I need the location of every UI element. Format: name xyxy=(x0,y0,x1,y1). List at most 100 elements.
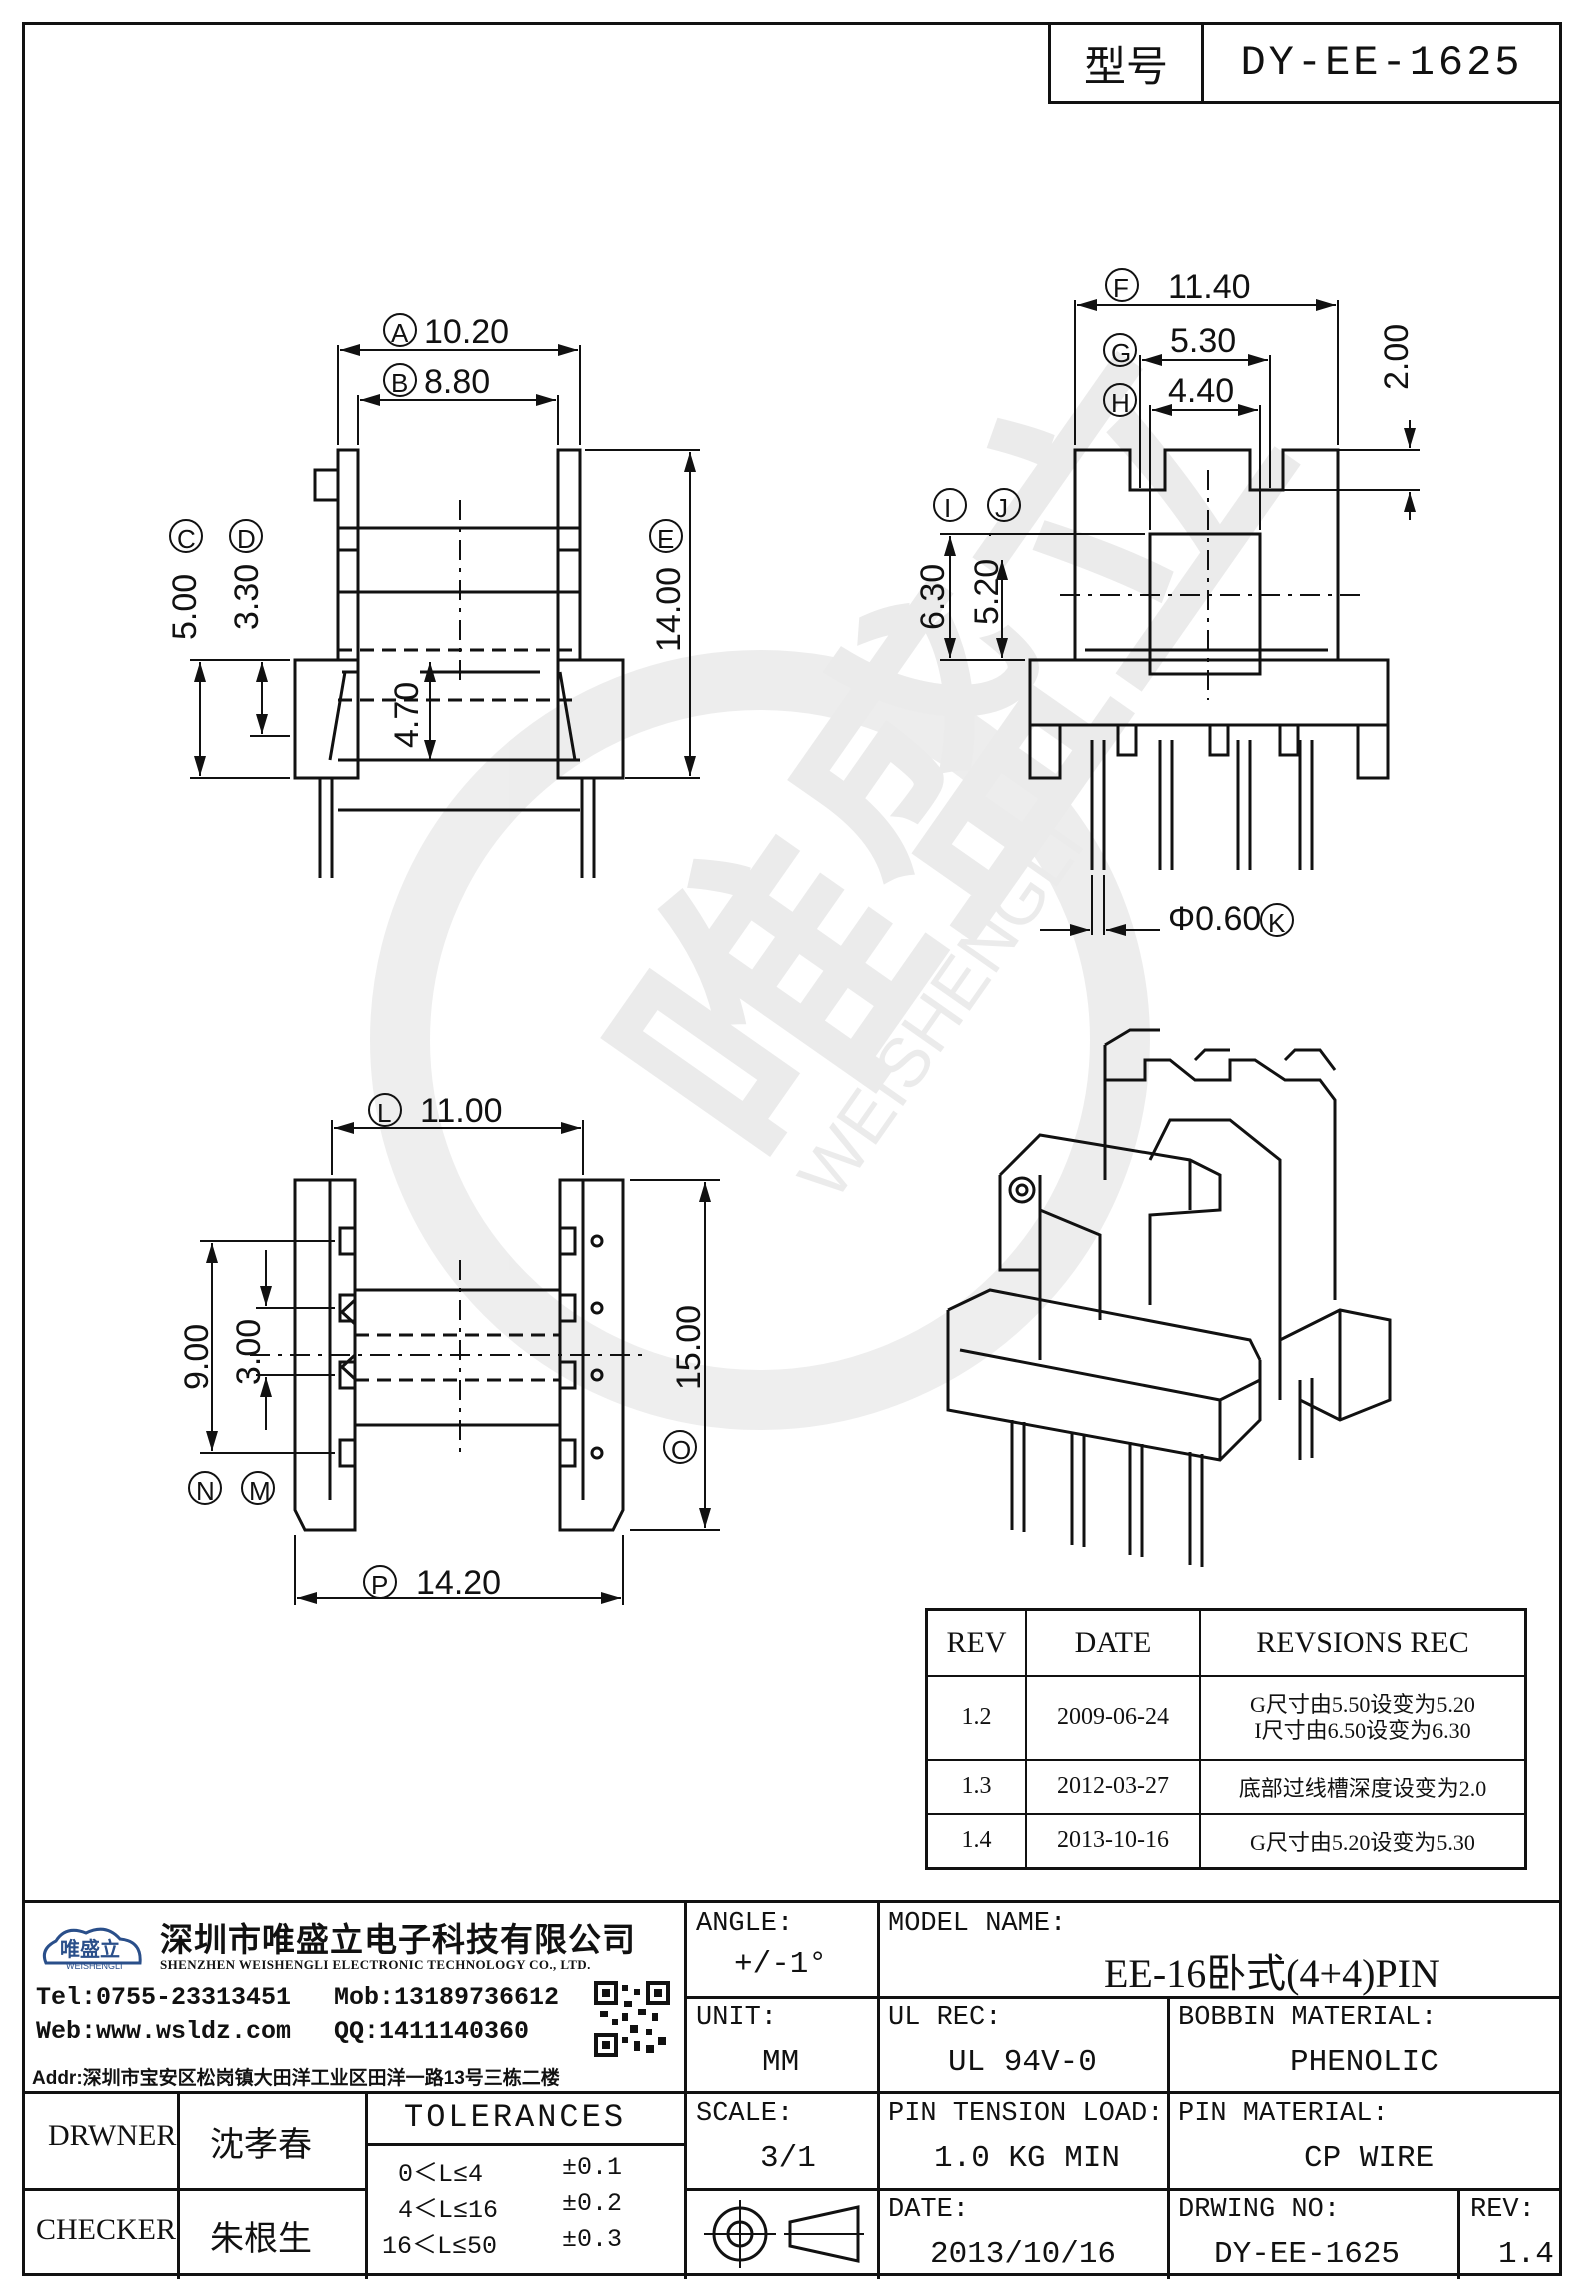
rec-cell: G尺寸由5.20设变为5.30 xyxy=(1199,1812,1527,1870)
tolerance-range: 4＜L≤16 xyxy=(398,2196,499,2225)
tolerance-value: ±0.1 xyxy=(562,2153,623,2182)
bobbin-material-value: PHENOLIC xyxy=(1290,2045,1439,2080)
company-mob: Mob:13189736612 xyxy=(334,1983,560,2012)
callout-i: I xyxy=(944,493,951,523)
callout-m: M xyxy=(249,1476,271,1506)
table-row: 1.4 2013-10-16 G尺寸由5.20设变为5.30 xyxy=(925,1812,1527,1870)
callout-c: C xyxy=(177,524,196,554)
rev-header-date: DATE xyxy=(1025,1608,1201,1677)
dim-l: 11.00 xyxy=(420,1092,503,1130)
rec-cell: 底部过线槽深度设变为2.0 xyxy=(1199,1758,1527,1815)
rev-cell: 1.3 xyxy=(925,1758,1027,1815)
drwing-no-label: DRWING NO: xyxy=(1178,2195,1341,2225)
logo-sub: WEISHENGLI xyxy=(66,1961,123,1971)
dim-h: 4.40 xyxy=(1168,372,1234,410)
drawner-label: DRWNER xyxy=(48,2119,177,2152)
dim-g: 5.30 xyxy=(1170,322,1236,360)
angle-value: +/-1° xyxy=(734,1947,828,1982)
date-cell: 2012-03-27 xyxy=(1025,1758,1201,1815)
dim-d: 3.30 xyxy=(228,564,266,630)
top-view xyxy=(250,1178,650,1532)
pin-tension-value: 1.0 KG MIN xyxy=(934,2141,1121,2176)
logo-text: 唯盛立 xyxy=(60,1939,120,1961)
model-name-label: MODEL NAME: xyxy=(888,1909,1067,1939)
dim-i: 6.30 xyxy=(914,564,952,630)
callout-j: J xyxy=(995,493,1008,523)
callout-b: B xyxy=(391,368,408,398)
scale-label: SCALE: xyxy=(696,2099,794,2129)
company-name-en: SHENZHEN WEISHENGLI ELECTRONIC TECHNOLOG… xyxy=(160,1957,591,1972)
drawner-value: 沈孝春 xyxy=(210,2126,312,2164)
technical-drawing: 唯盛立 WEISHENGLI xyxy=(166,268,1420,1605)
date-label: DATE: xyxy=(888,2195,970,2225)
rev-header-rev: REV xyxy=(925,1608,1027,1677)
rev-cell: 1.2 xyxy=(925,1675,1027,1761)
date-value: 2013/10/16 xyxy=(930,2237,1117,2272)
company-web: Web:www.wsldz.com xyxy=(36,2017,292,2046)
angle-label: ANGLE: xyxy=(696,1909,794,1939)
company-name-cn: 深圳市唯盛立电子科技有限公司 xyxy=(160,1921,636,1958)
dim-mn-2: 3.00 xyxy=(230,1319,268,1385)
side-view xyxy=(1028,448,1390,870)
bobbin-material-label: BOBBIN MATERIAL: xyxy=(1178,2003,1438,2033)
drwing-no-value: DY-EE-1625 xyxy=(1214,2237,1401,2272)
watermark: 唯盛立 WEISHENGLI xyxy=(370,290,1347,1430)
title-block: 唯盛立 WEISHENGLI 深圳市唯盛立电子科技有限公司 SHENZHEN W… xyxy=(22,1900,1562,2279)
model-label: 型号 xyxy=(1051,25,1204,101)
date-cell: 2013-10-16 xyxy=(1025,1812,1201,1870)
company-addr: Addr:深圳市宝安区松岗镇大田洋工业区田洋一路13号三栋二楼 xyxy=(32,2068,560,2089)
company-logo: 唯盛立 WEISHENGLI xyxy=(36,1919,156,1975)
rec-line: G尺寸由5.50设变为5.20 xyxy=(1250,1691,1475,1717)
callout-h: H xyxy=(1111,388,1130,418)
dim-b: 8.80 xyxy=(424,363,490,401)
callout-p: P xyxy=(371,1570,388,1600)
callout-g: G xyxy=(1111,338,1131,368)
dim-k: Φ0.60 xyxy=(1168,900,1261,938)
top-view-dimensions xyxy=(200,1120,720,1605)
tolerance-value: ±0.2 xyxy=(562,2189,623,2218)
rev-value: 1.4 xyxy=(1498,2237,1554,2272)
top-view-labels: L 11.00 9.00 3.00 M N 15.00 O P 14.20 xyxy=(178,1092,708,1602)
pin-material-value: CP WIRE xyxy=(1304,2141,1435,2176)
callout-k: K xyxy=(1268,908,1286,938)
tolerance-range: 16＜L≤50 xyxy=(382,2232,498,2261)
side-view-labels: F 11.40 G 5.30 H 4.40 2.00 I J 6.30 5.20… xyxy=(914,268,1416,938)
rev-label: REV: xyxy=(1470,2195,1535,2225)
dim-p: 14.20 xyxy=(416,1564,501,1602)
table-row: 1.3 2012-03-27 底部过线槽深度设变为2.0 xyxy=(925,1758,1527,1815)
model-number-box: 型号 DY-EE-1625 xyxy=(1048,22,1562,104)
callout-f: F xyxy=(1113,273,1129,303)
pin-tension-label: PIN TENSION LOAD: xyxy=(888,2099,1164,2129)
model-value: DY-EE-1625 xyxy=(1240,39,1523,87)
callout-d: D xyxy=(237,524,256,554)
revision-table: REV DATE REVSIONS REC 1.2 2009-06-24 G尺寸… xyxy=(925,1608,1527,1870)
front-view xyxy=(293,448,625,878)
date-cell: 2009-06-24 xyxy=(1025,1675,1201,1761)
rec-cell: G尺寸由5.50设变为5.20 I尺寸由6.50设变为6.30 xyxy=(1199,1675,1527,1761)
checker-value: 朱根生 xyxy=(210,2220,312,2258)
dim-o: 15.00 xyxy=(670,1305,708,1390)
dim-top-slot: 2.00 xyxy=(1378,324,1416,390)
ul-value: UL 94V-0 xyxy=(948,2045,1097,2080)
callout-n: N xyxy=(196,1476,215,1506)
dim-a: 10.20 xyxy=(424,313,509,351)
checker-label: CHECKER xyxy=(36,2213,177,2246)
projection-symbol-icon xyxy=(698,2195,868,2273)
tolerance-range: 0＜L≤4 xyxy=(398,2160,484,2189)
drawing-frame xyxy=(22,22,1562,2276)
dim-e: 14.00 xyxy=(650,567,688,652)
dim-mn-1: 9.00 xyxy=(178,1324,216,1390)
isometric-view xyxy=(946,1028,1392,1567)
callout-e: E xyxy=(657,524,674,554)
model-name-value: EE-16卧式(4+4)PIN xyxy=(1104,1951,1440,1996)
front-view-labels: A 10.20 B 8.80 C D 5.00 3.30 4.70 E 14.0… xyxy=(166,313,688,748)
callout-l: L xyxy=(377,1098,391,1128)
front-view-dimensions xyxy=(190,344,700,779)
rev-cell: 1.4 xyxy=(925,1812,1027,1870)
unit-value: MM xyxy=(762,2045,800,2080)
dim-f: 11.40 xyxy=(1168,268,1251,306)
rev-header-rec: REVSIONS REC xyxy=(1199,1608,1527,1677)
dim-c: 5.00 xyxy=(166,574,204,640)
ul-label: UL REC: xyxy=(888,2003,1002,2033)
side-view-dimensions xyxy=(940,299,1420,936)
